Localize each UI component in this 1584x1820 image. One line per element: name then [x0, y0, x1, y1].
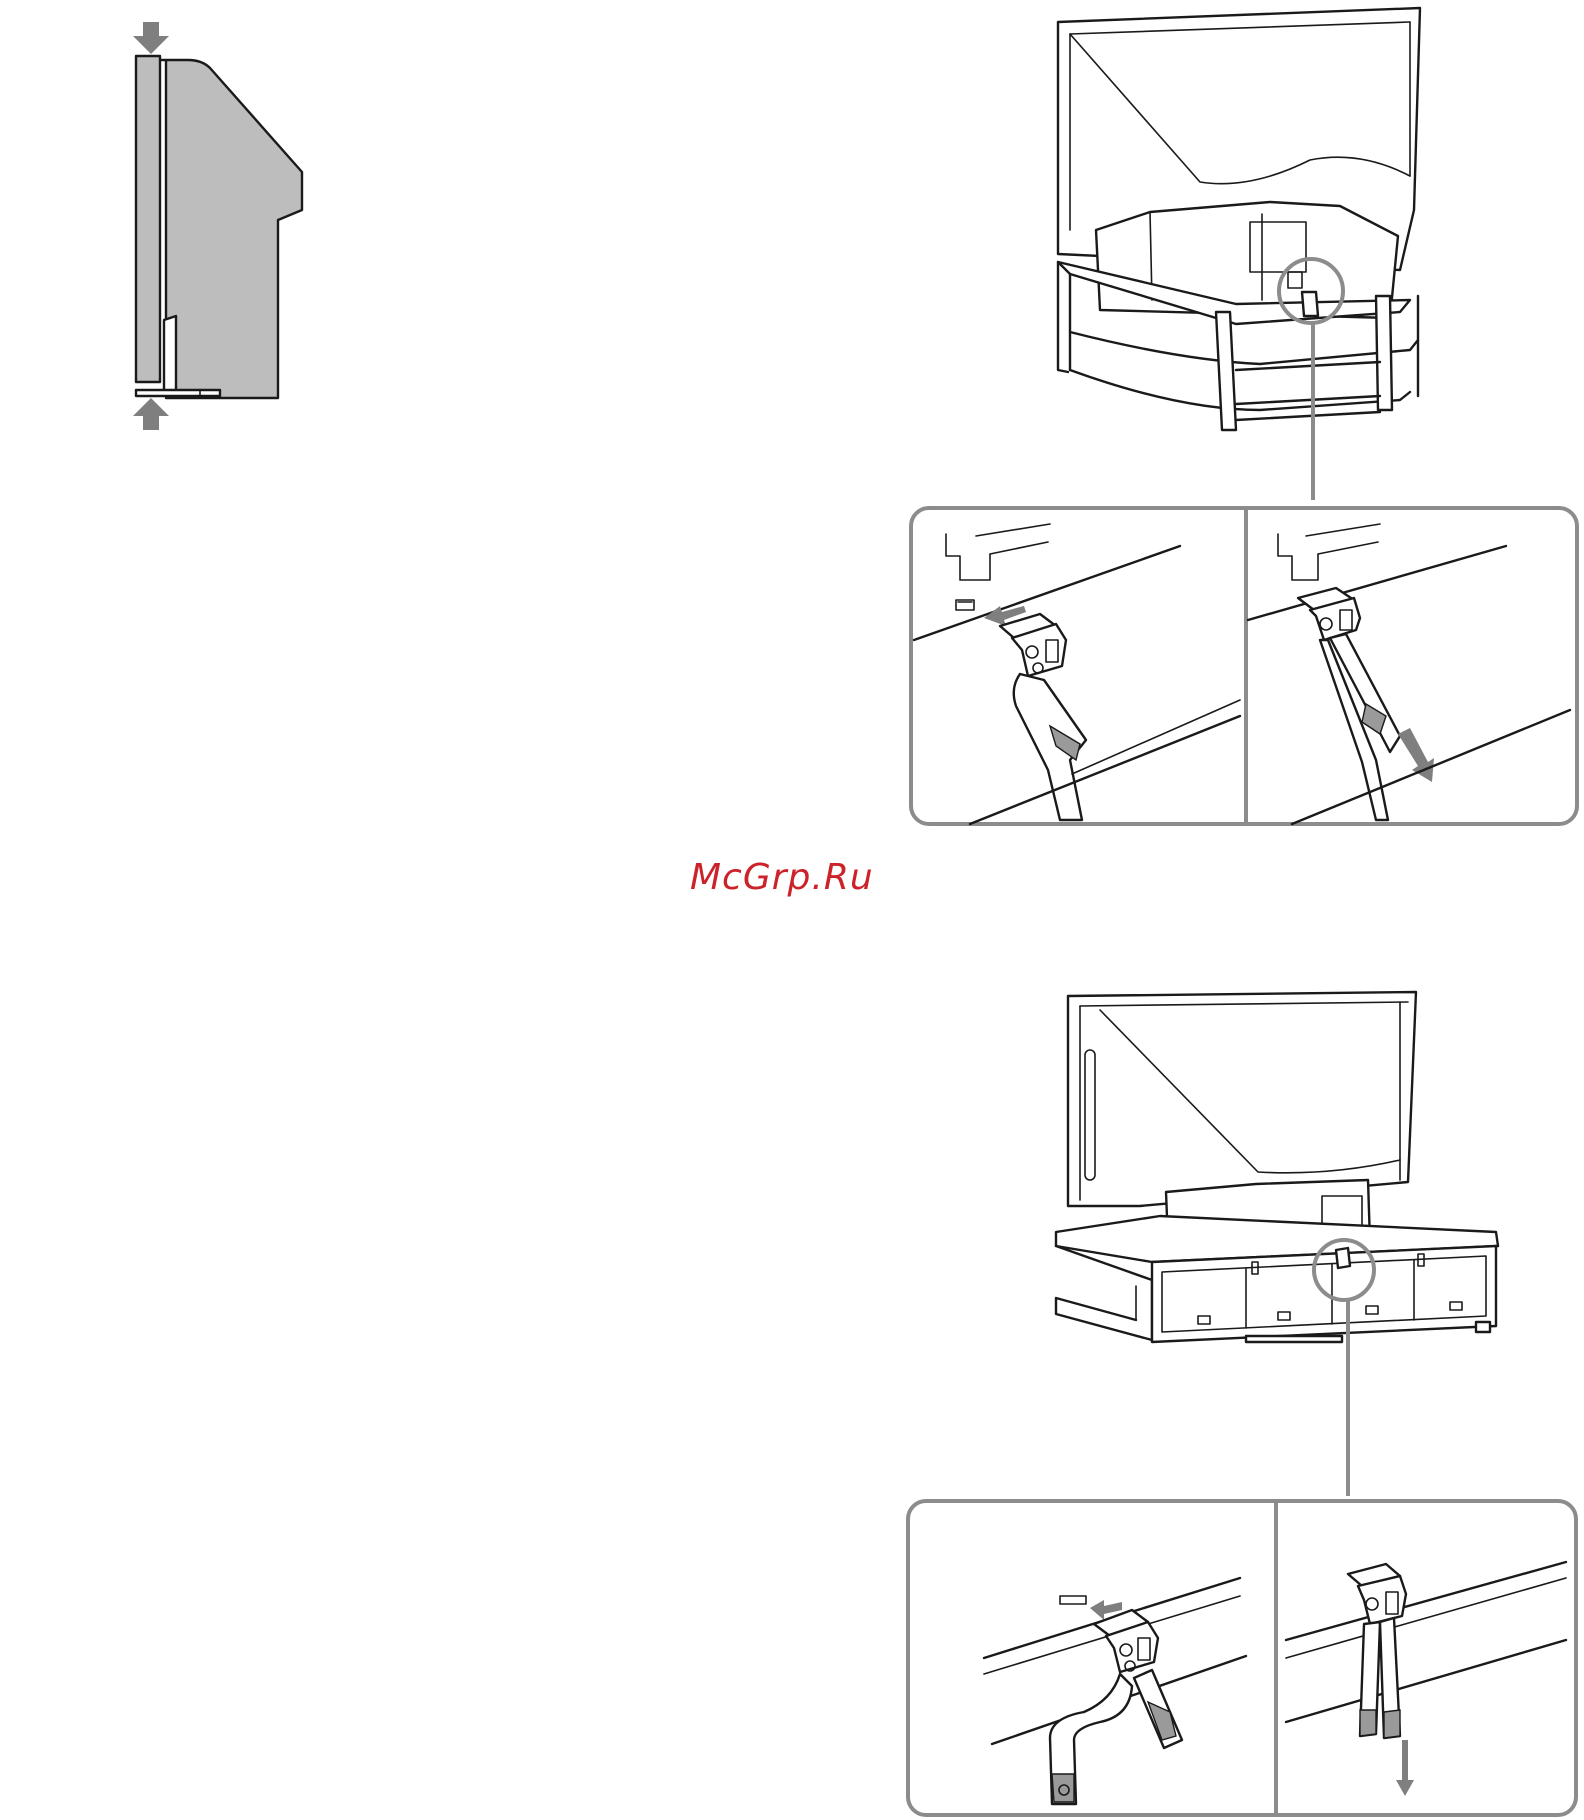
- strap-detail-bottom-figure: [900, 1490, 1584, 1820]
- strap-pull-panel: [1286, 1562, 1566, 1796]
- strap-insert-panel: [914, 524, 1240, 824]
- watermark-text: McGrp.Ru: [690, 857, 874, 898]
- strap-pull-panel: [1248, 524, 1570, 824]
- projection-tv-on-low-stand-illustration: [1040, 980, 1550, 1500]
- tv-side-view-figure: [120, 20, 320, 430]
- tv-side-view-illustration: [120, 20, 320, 430]
- strap-detail-top-figure: [900, 490, 1584, 835]
- projection-tv-on-low-stand-figure: [1040, 980, 1550, 1500]
- strap-attach-detail-illustration: [900, 1490, 1584, 1820]
- up-arrow-icon: [133, 398, 169, 430]
- strap-insert-panel: [984, 1578, 1246, 1804]
- strap-attach-detail-illustration: [900, 490, 1584, 835]
- projection-tv-on-stand-illustration: [1040, 0, 1430, 500]
- projection-tv-on-stand-figure: [1040, 0, 1430, 500]
- down-arrow-icon: [133, 22, 169, 54]
